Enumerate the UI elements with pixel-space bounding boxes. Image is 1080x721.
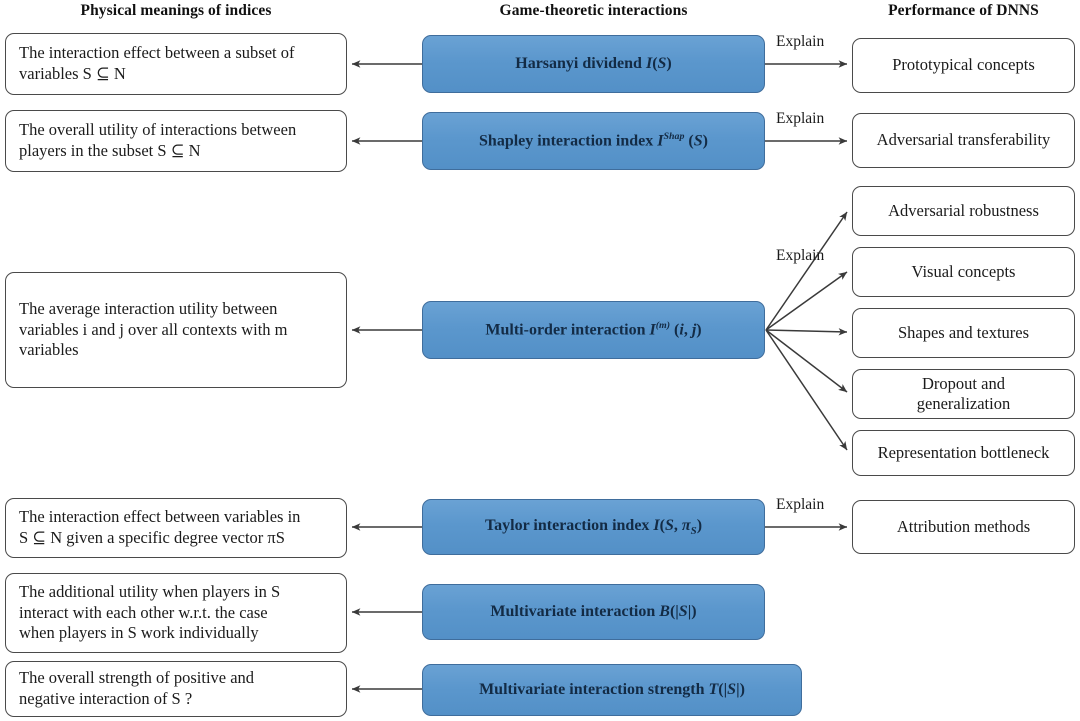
edge-label-text: Explain [776, 33, 825, 50]
box-line-3: when players in S work individually [19, 623, 259, 643]
box-label: Visual concepts [911, 261, 1016, 281]
box-line-3: variables [19, 340, 79, 360]
arrow-fan-visual-concepts [765, 271, 848, 331]
box-label: Shapes and textures [897, 322, 1030, 342]
arrow-fan-dropout [765, 329, 848, 393]
box-right-representation-bottleneck[interactable]: Representation bottleneck [852, 430, 1075, 476]
box-line-2: S ⊆ N given a specific degree vector πS [19, 528, 285, 547]
box-label: Shapley interaction index IShap (S) [479, 131, 708, 150]
box-label: Representation bottleneck [877, 442, 1050, 462]
box-mid-shapley-interaction-index[interactable]: Shapley interaction index IShap (S) [422, 112, 765, 170]
column-header-game-theoretic: Game-theoretic interactions [422, 2, 765, 20]
box-text: The interaction effect between a subset … [19, 43, 334, 85]
box-mid-multivariate-interaction[interactable]: Multivariate interaction B(|S|) [422, 584, 765, 640]
box-label: Attribution methods [896, 516, 1031, 536]
edge-label-explain-2: Explain [776, 110, 824, 128]
box-line-2: generalization [916, 394, 1011, 413]
box-label: Adversarial robustness [888, 200, 1039, 220]
column-header-label: Physical meanings of indices [80, 2, 272, 19]
box-line-2: variables S ⊆ N [19, 64, 126, 83]
edge-label-text: Explain [776, 110, 825, 127]
arrow-fan-adv-robustness [765, 211, 848, 331]
box-line-2: negative interaction of S ? [19, 689, 193, 708]
box-label: Adversarial transferability [876, 130, 1051, 150]
box-right-adversarial-robustness[interactable]: Adversarial robustness [852, 186, 1075, 236]
box-label: Multivariate interaction strength T(|S|) [479, 681, 745, 698]
box-right-adversarial-transferability[interactable]: Adversarial transferability [852, 113, 1075, 168]
box-line-1: Dropout and [922, 373, 1005, 393]
box-mid-multi-order-interaction[interactable]: Multi-order interaction I(m) (i, j) [422, 301, 765, 359]
box-text: The average interaction utility between … [19, 299, 334, 362]
edge-label-text: Explain [776, 247, 825, 264]
box-line-2: players in the subset S ⊆ N [19, 141, 201, 160]
box-label: Dropout and generalization [853, 374, 1074, 414]
box-left-multivariate-meaning[interactable]: The additional utility when players in S… [5, 573, 347, 653]
arrow-fan-shapes-textures [765, 328, 848, 336]
box-line-1: The interaction effect between a subset … [19, 43, 295, 63]
box-label: Multi-order interaction I(m) (i, j) [485, 320, 702, 339]
box-left-harsanyi-meaning[interactable]: The interaction effect between a subset … [5, 33, 347, 95]
box-text: The overall utility of interactions betw… [19, 120, 334, 162]
box-mid-multivariate-interaction-strength[interactable]: Multivariate interaction strength T(|S|) [422, 664, 802, 716]
box-left-shapley-meaning[interactable]: The overall utility of interactions betw… [5, 110, 347, 172]
box-left-multiorder-meaning[interactable]: The average interaction utility between … [5, 272, 347, 388]
column-header-label: Performance of DNNS [888, 2, 1039, 19]
box-line-2: variables i and j over all contexts with… [19, 319, 288, 339]
edge-label-explain-3: Explain [776, 247, 824, 265]
box-line-1: The interaction effect between variables… [19, 507, 301, 527]
box-mid-taylor-interaction-index[interactable]: Taylor interaction index I(S, πS) [422, 499, 765, 555]
box-label: Prototypical concepts [892, 55, 1035, 75]
box-label: Taylor interaction index I(S, πS) [484, 516, 703, 538]
edge-label-explain-1: Explain [776, 33, 824, 51]
arrow-fan-representation [765, 329, 848, 451]
box-left-taylor-meaning[interactable]: The interaction effect between variables… [5, 498, 347, 558]
edge-label-explain-4: Explain [776, 496, 824, 514]
box-line-1: The additional utility when players in S [19, 581, 281, 601]
box-label: Harsanyi dividend I(S) [515, 55, 672, 72]
box-right-visual-concepts[interactable]: Visual concepts [852, 247, 1075, 297]
box-right-attribution-methods[interactable]: Attribution methods [852, 500, 1075, 554]
box-text: The interaction effect between variables… [19, 507, 334, 549]
box-left-multivariate-strength-meaning[interactable]: The overall strength of positive and neg… [5, 661, 347, 717]
box-line-1: The overall strength of positive and [19, 668, 255, 688]
box-text: The overall strength of positive and neg… [19, 668, 334, 710]
box-line-2: interact with each other w.r.t. the case [19, 602, 268, 622]
box-right-shapes-and-textures[interactable]: Shapes and textures [852, 308, 1075, 358]
box-line-1: The overall utility of interactions betw… [19, 120, 297, 140]
box-text: The additional utility when players in S… [19, 582, 334, 645]
column-header-performance-dnns: Performance of DNNS [852, 2, 1075, 20]
box-line-1: The average interaction utility between [19, 298, 278, 318]
box-label: Multivariate interaction B(|S|) [490, 603, 697, 620]
box-mid-harsanyi-dividend[interactable]: Harsanyi dividend I(S) [422, 35, 765, 93]
box-right-dropout-and-generalization[interactable]: Dropout and generalization [852, 369, 1075, 419]
column-header-physical-meanings: Physical meanings of indices [5, 2, 347, 20]
column-header-label: Game-theoretic interactions [499, 2, 688, 19]
edge-label-text: Explain [776, 496, 825, 513]
box-right-prototypical-concepts[interactable]: Prototypical concepts [852, 38, 1075, 93]
